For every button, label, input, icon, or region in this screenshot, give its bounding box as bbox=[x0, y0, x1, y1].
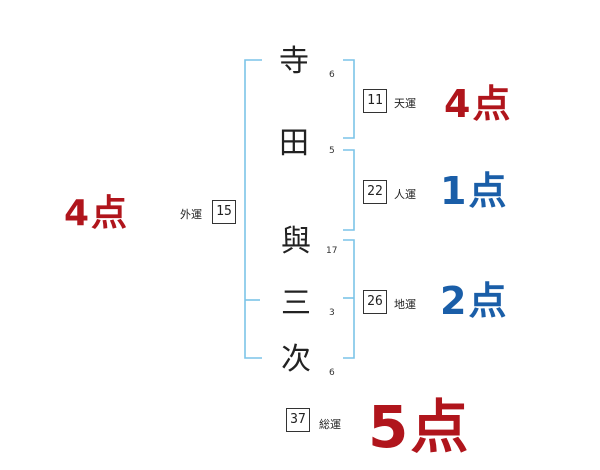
chikaku-label: 地運 bbox=[394, 298, 416, 311]
stroke-count-3: 17 bbox=[326, 246, 338, 256]
stroke-count-4: 3 bbox=[329, 308, 335, 318]
soukaku-score: 5点 bbox=[368, 393, 471, 461]
gaikaku-score: 4点 bbox=[64, 193, 130, 234]
outer-bracket bbox=[244, 59, 262, 359]
stroke-count-2: 5 bbox=[329, 146, 335, 156]
soukaku-label: 総運 bbox=[319, 418, 341, 431]
soukaku-value-box: 37 bbox=[286, 408, 310, 432]
name-char-5: 次 bbox=[281, 342, 311, 377]
gaikaku-label: 外運 bbox=[180, 208, 202, 221]
name-char-4: 三 bbox=[281, 286, 311, 321]
name-char-3: 與 bbox=[281, 224, 311, 259]
earth-bracket bbox=[343, 239, 355, 359]
person-bracket bbox=[343, 149, 355, 231]
jinkaku-label: 人運 bbox=[394, 188, 416, 201]
tenkaku-label: 天運 bbox=[394, 97, 416, 110]
heaven-bracket bbox=[343, 59, 355, 139]
name-char-2: 田 bbox=[279, 126, 309, 161]
chikaku-value-box: 26 bbox=[363, 290, 387, 314]
jinkaku-score: 1点 bbox=[440, 169, 509, 213]
stroke-count-1: 6 bbox=[329, 70, 335, 80]
name-char-1: 寺 bbox=[279, 44, 309, 79]
tenkaku-score: 4点 bbox=[444, 82, 513, 126]
stroke-count-5: 6 bbox=[329, 368, 335, 378]
tenkaku-value-box: 11 bbox=[363, 89, 387, 113]
gaikaku-value-box: 15 bbox=[212, 200, 236, 224]
jinkaku-value-box: 22 bbox=[363, 180, 387, 204]
chikaku-score: 2点 bbox=[440, 279, 509, 323]
